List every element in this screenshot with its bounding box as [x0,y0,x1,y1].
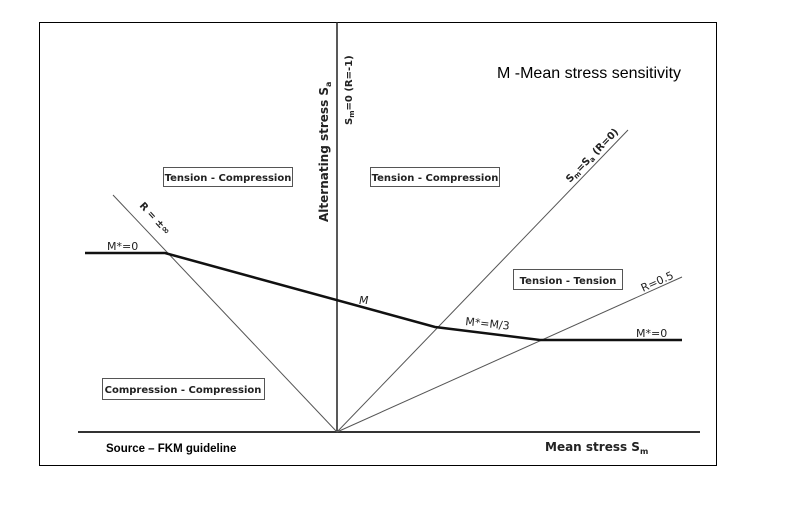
source-note: Source – FKM guideline [106,443,236,455]
rinf-label: R = ±∞ [137,201,172,238]
frame [39,22,717,466]
r0-line [336,129,629,433]
segment-label-right: M*=0 [636,327,667,340]
x-axis-label: Mean stress Sm [545,440,648,456]
mean-stress-sensitivity-curve [85,251,682,342]
region-tension-compression-right: Tension - Compression [370,167,500,187]
r0-label: Sm=Sa (R=0) [564,127,622,186]
region-tension-tension: Tension - Tension [513,269,623,290]
region-tension-compression-left: Tension - Compression [163,167,293,187]
svg-text:Compression - Compression: Compression - Compression [105,385,262,396]
diagram-title: M -Mean stress sensitivity [497,65,681,82]
region-compression-compression: Compression - Compression [102,378,265,400]
r-infinity-line [112,194,338,433]
y-axis-label: Alternating stress Sa [317,82,333,222]
svg-text:Tension - Tension: Tension - Tension [520,276,617,287]
sm0-label: Sm=0 (R=-1) [344,55,356,125]
r05-line [336,276,683,433]
segment-label-m: M [359,294,369,307]
svg-text:Tension - Compression: Tension - Compression [165,173,292,184]
r05-label: R=0.5 [639,269,676,295]
segment-label-left: M*=0 [107,240,138,253]
segment-label-m3: M*=M/3 [465,315,511,333]
svg-text:Tension - Compression: Tension - Compression [372,173,499,184]
